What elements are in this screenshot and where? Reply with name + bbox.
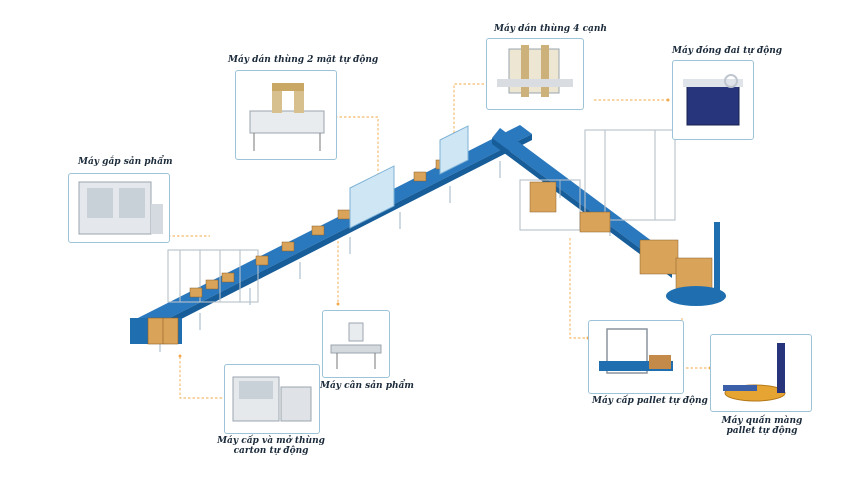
photo-stretch-wrapper [710,334,812,412]
cartons-on-line [189,159,449,298]
case-packer-machine [167,249,259,303]
photo-case-packer [68,173,170,243]
photo-strapping-machine [672,60,754,140]
photo-four-side-sealer [486,38,584,110]
label-stretch-wrapper: Máy quấn màng pallet tự động [721,416,803,436]
label-checkweigher: Máy cân sản phẩm [320,381,414,391]
label-case-packer: Máy gắp sản phẩm [78,157,173,167]
stretch-wrapper-machine [666,222,726,306]
label-top-bottom-sealer: Máy dán thùng 2 mặt tự động [228,55,379,65]
photo-pallet-dispenser [588,320,684,394]
case-erector-machine [130,317,182,345]
leader-case-erector [178,354,222,399]
leader-pallet [569,238,590,340]
leader-sealer-2 [335,116,380,180]
photo-checkweigher [322,310,390,378]
photo-top-bottom-sealer [235,70,337,160]
photo-case-erector [224,364,320,434]
label-case-erector: Máy cấp và mở thùng carton tự động [217,436,325,456]
sealer-enclosure [349,125,469,229]
leader-sealer-4 [452,83,484,136]
leader-wrapper [681,318,712,370]
label-four-side-sealer: Máy dán thùng 4 cạnh [494,24,607,34]
label-pallet-dispenser: Máy cấp pallet tự động [592,396,708,406]
label-strapping-machine: Máy đóng đai tự động [672,46,783,56]
palletizer-frame [519,129,676,231]
